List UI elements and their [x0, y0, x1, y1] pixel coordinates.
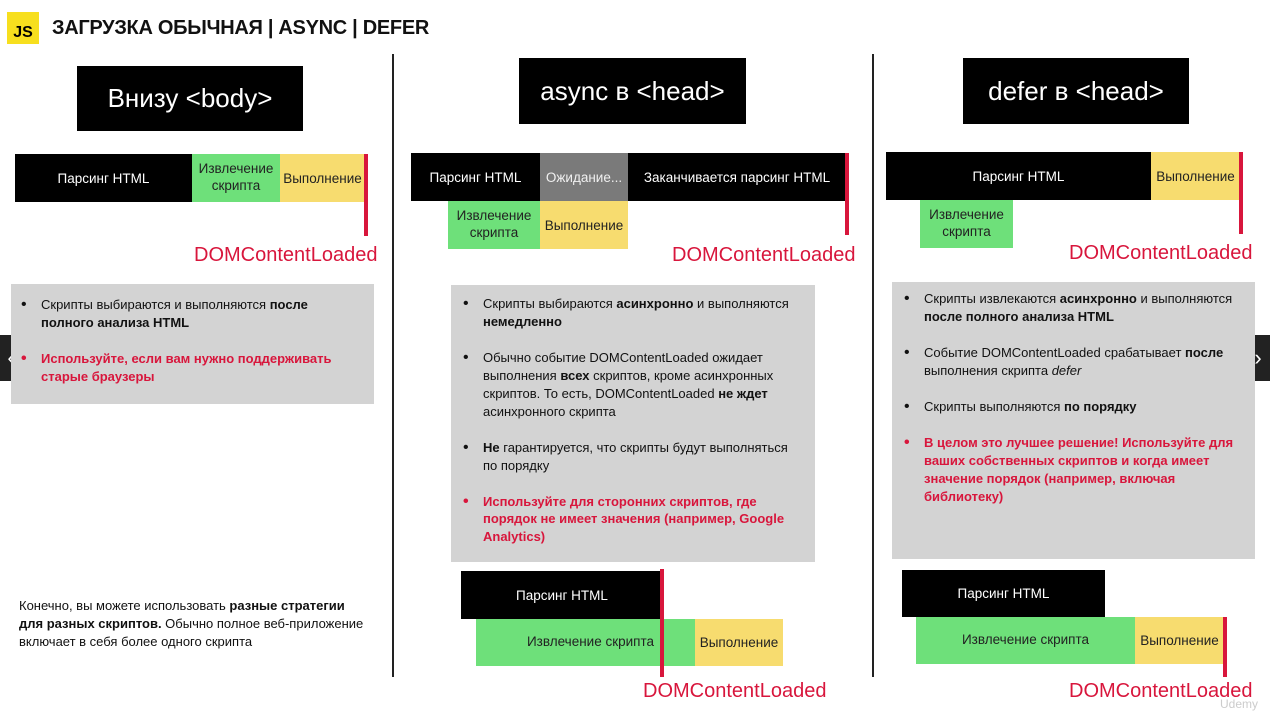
col3-parse-bar: Парсинг HTML	[886, 152, 1151, 200]
col1-dcl-label: DOMContentLoaded	[194, 244, 378, 266]
col3-bottom-dcl-label: DOMContentLoaded	[1069, 680, 1253, 702]
list-item: В целом это лучшее решение! Используйте …	[894, 432, 1241, 506]
list-item: Используйте, если вам нужно поддерживать…	[11, 348, 360, 386]
col2-parse-bar: Парсинг HTML	[411, 153, 540, 201]
js-logo: JS	[7, 12, 39, 44]
col2-wait-bar: Ожидание...	[540, 153, 628, 201]
col2-fetch-bar: Извлечение скрипта	[448, 201, 540, 249]
col2-note: Скрипты выбираются асинхронно и выполняю…	[451, 285, 815, 562]
col2-bottom-dcl-label: DOMContentLoaded	[643, 680, 827, 702]
col2-bottom-fetch-bar: Извлечение скрипта	[476, 619, 695, 666]
col3-bottom-fetch-bar: Извлечение скрипта	[916, 617, 1135, 664]
col3-note: Скрипты извлекаются асинхронно и выполня…	[892, 282, 1255, 559]
col1-note: Скрипты выбираются и выполняются после п…	[11, 284, 374, 404]
col3-dcl-marker	[1239, 152, 1243, 234]
col2-bottom-exec-bar: Выполнение	[695, 619, 783, 666]
list-item: Скрипты выбираются асинхронно и выполняю…	[453, 293, 801, 331]
list-item: Скрипты выполняются по порядку	[894, 396, 1241, 418]
list-item: Используйте для сторонних скриптов, где …	[453, 491, 801, 547]
list-item: Обычно событие DOMContentLoaded ожидает …	[453, 347, 801, 421]
col2-title: async в <head>	[519, 58, 746, 124]
column-divider	[392, 54, 394, 677]
col3-bottom-parse-bar: Парсинг HTML	[902, 570, 1105, 617]
col1-dcl-marker	[364, 154, 368, 236]
col1-exec-bar: Выполнение	[280, 154, 365, 202]
col2-bottom-parse-bar: Парсинг HTML	[461, 571, 663, 619]
col2-exec-bar: Выполнение	[540, 201, 628, 249]
list-item: Не гарантируется, что скрипты будут выпо…	[453, 437, 801, 475]
col3-bottom-dcl-marker	[1223, 617, 1227, 677]
list-item: Скрипты выбираются и выполняются после п…	[11, 294, 360, 332]
col1-parse-bar: Парсинг HTML	[15, 154, 192, 202]
column-divider	[872, 54, 874, 677]
col1-footer-text: Конечно, вы можете использовать разные с…	[19, 598, 364, 649]
col3-dcl-label: DOMContentLoaded	[1069, 242, 1253, 264]
col2-dcl-marker	[845, 153, 849, 235]
col3-exec-bar: Выполнение	[1151, 152, 1240, 200]
col1-title: Внизу <body>	[77, 66, 303, 131]
col2-finish-bar: Заканчивается парсинг HTML	[628, 153, 846, 201]
col3-fetch-bar: Извлечение скрипта	[920, 200, 1013, 248]
col3-bottom-exec-bar: Выполнение	[1135, 617, 1224, 664]
col1-fetch-bar: Извлечение скрипта	[192, 154, 280, 202]
col3-title: defer в <head>	[963, 58, 1189, 124]
col2-dcl-label: DOMContentLoaded	[672, 244, 856, 266]
list-item: Скрипты извлекаются асинхронно и выполня…	[894, 288, 1241, 326]
page-title: ЗАГРУЗКА ОБЫЧНАЯ | ASYNC | DEFER	[52, 17, 430, 39]
list-item: Событие DOMContentLoaded срабатывает пос…	[894, 342, 1241, 380]
col2-bottom-dcl-marker	[660, 569, 664, 677]
chevron-right-icon: ›	[1254, 345, 1262, 370]
udemy-watermark: Udemy	[1220, 697, 1259, 711]
